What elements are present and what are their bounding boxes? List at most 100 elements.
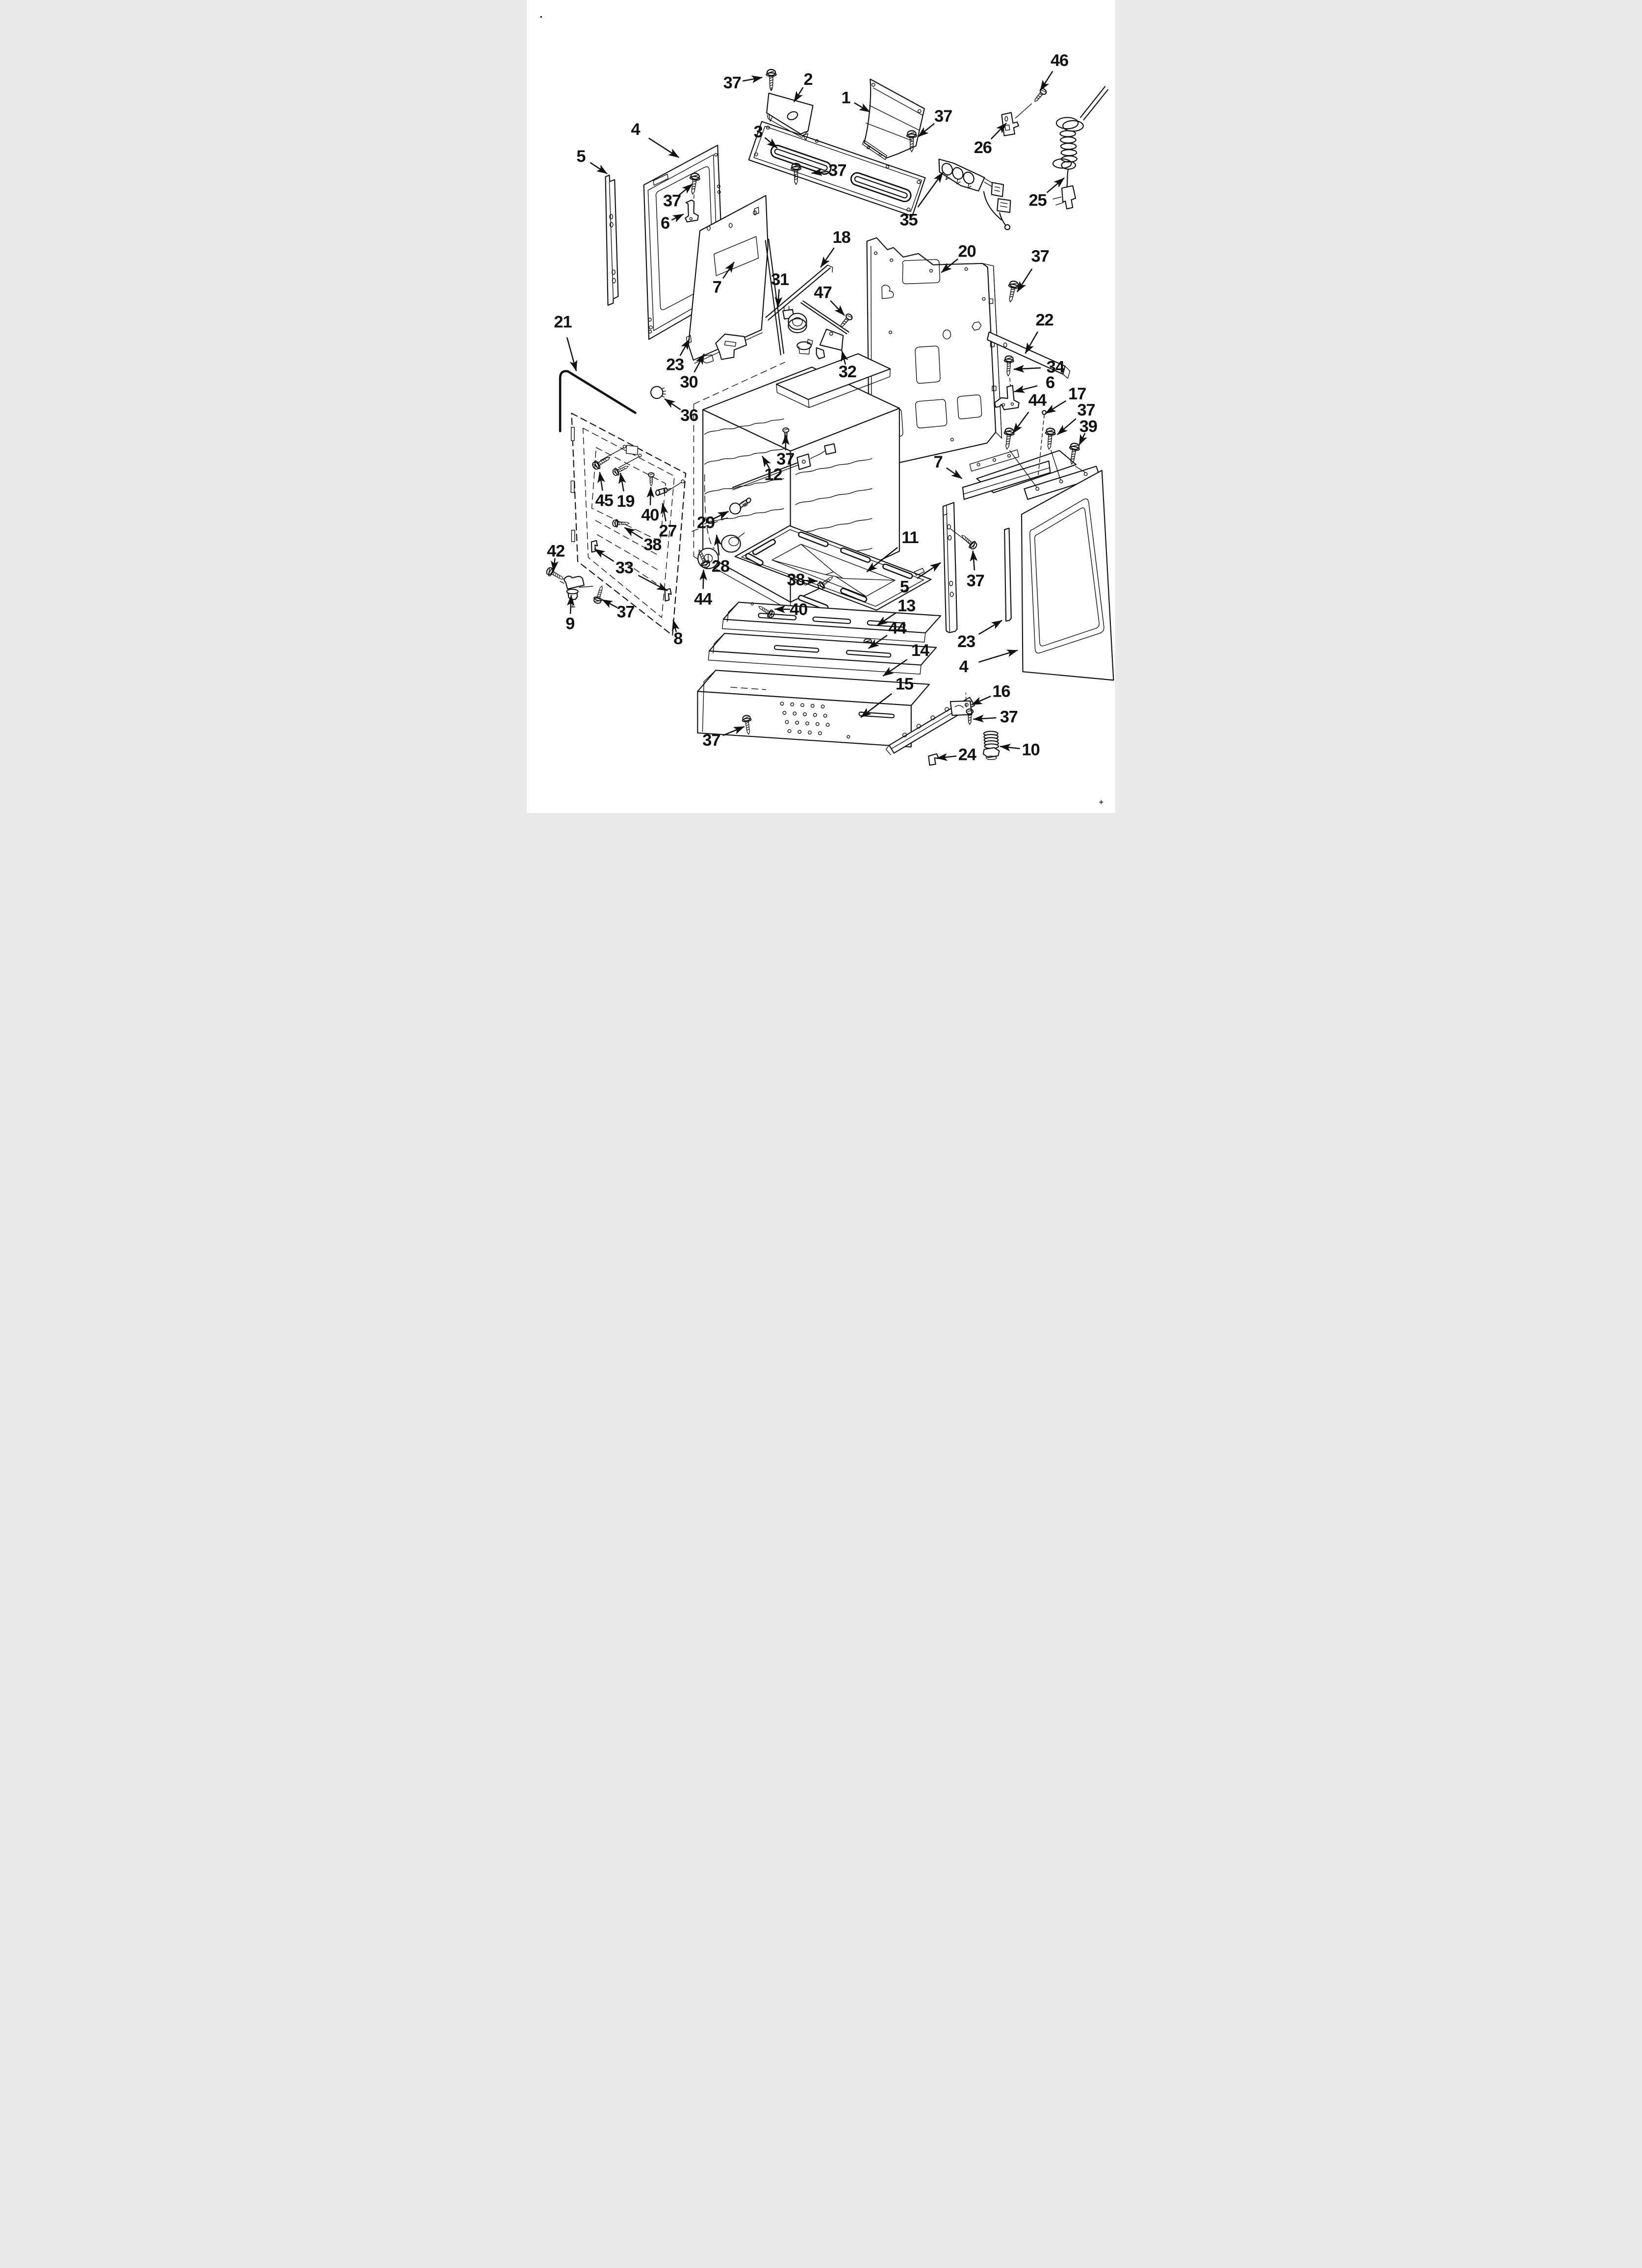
part-35-harness	[938, 158, 1011, 231]
callout-arrow	[601, 599, 618, 608]
callout-47: 47	[814, 283, 845, 316]
callout-arrow	[882, 659, 908, 677]
callout-arrow	[660, 503, 668, 521]
part-6-hinge-bracket	[994, 385, 1020, 411]
part-27-plunger	[655, 487, 671, 496]
part-33-clip	[590, 540, 672, 602]
part-5-hinge-rail	[942, 502, 970, 633]
callout-34: 34	[1013, 358, 1065, 376]
callout-label-28: 28	[712, 557, 730, 575]
callout-arrow	[618, 472, 626, 492]
callout-label-16: 16	[992, 682, 1010, 701]
callout-arrow	[722, 726, 745, 736]
callout-label-34: 34	[1047, 358, 1065, 376]
callout-arrow	[811, 168, 829, 176]
callout-label-7: 7	[934, 453, 943, 471]
callout-24: 24	[936, 746, 977, 764]
callout-arrow	[793, 87, 804, 103]
part-15-base-panel	[697, 670, 930, 748]
callout-arrow	[830, 300, 845, 316]
callout-label-22: 22	[1035, 311, 1053, 329]
registration-mark	[540, 16, 542, 18]
callout-label-15: 15	[896, 675, 914, 693]
panel-slot	[770, 144, 832, 175]
part-29-bulb	[729, 497, 751, 515]
callout-arrow	[646, 487, 655, 505]
callout-label-37: 37	[828, 161, 846, 180]
registration-mark	[1099, 800, 1103, 805]
part-24-clip	[928, 753, 940, 766]
callout-arrow	[1016, 268, 1033, 292]
callout-label-17: 17	[1068, 385, 1086, 403]
part-7-filler	[962, 460, 1051, 500]
callout-label-36: 36	[680, 406, 698, 425]
callout-arrow	[803, 576, 818, 585]
callout-label-33: 33	[616, 559, 633, 577]
callout-label-44: 44	[1028, 391, 1047, 410]
callout-label-47: 47	[814, 283, 832, 302]
callout-label-1: 1	[842, 88, 851, 107]
callout-arrow	[866, 547, 898, 573]
callout-arrow	[941, 258, 958, 273]
callout-label-46: 46	[1051, 52, 1068, 70]
callout-label-38: 38	[643, 535, 662, 554]
callout-2: 2	[793, 70, 813, 103]
callout-arrow	[868, 634, 888, 649]
callout-21: 21	[554, 313, 577, 371]
callout-label-19: 19	[616, 492, 634, 511]
screw-37	[958, 531, 979, 551]
callout-arrow	[1013, 385, 1038, 393]
callout-15: 15	[860, 675, 914, 718]
callout-arrow	[597, 471, 605, 491]
callout-3: 3	[754, 123, 778, 149]
callout-22: 22	[1025, 311, 1054, 354]
callout-label-25: 25	[1029, 191, 1047, 210]
callout-arrow	[648, 137, 680, 158]
callout-label-37: 37	[776, 450, 794, 469]
callout-label-11: 11	[901, 528, 919, 547]
callout-label-37: 37	[1077, 401, 1095, 419]
callout-label-23: 23	[666, 356, 684, 374]
callout-arrow	[664, 398, 681, 411]
callout-25: 25	[1029, 177, 1065, 210]
callout-label-12: 12	[764, 466, 782, 484]
callout-19: 19	[616, 472, 635, 511]
callout-26: 26	[974, 123, 1007, 157]
callout-label-31: 31	[771, 270, 789, 289]
callout-label-39: 39	[1079, 417, 1097, 436]
callout-arrow	[566, 595, 575, 614]
callout-label-37: 37	[1000, 708, 1018, 727]
callout-label-23: 23	[957, 632, 975, 651]
callout-40: 40	[641, 487, 659, 524]
callout-label-8: 8	[673, 629, 683, 648]
callout-37: 37	[776, 434, 795, 469]
part-31-32-latch-assembly	[782, 300, 849, 360]
callout-label-13: 13	[898, 597, 915, 615]
callout-4: 4	[631, 120, 680, 158]
callout-10: 10	[1000, 740, 1040, 759]
part-2-heat-shield	[766, 87, 814, 141]
part-14-drawer-panel	[708, 632, 937, 675]
callout-arrow	[764, 137, 778, 149]
callout-36: 36	[664, 398, 698, 425]
callout-arrow	[1039, 71, 1053, 91]
callout-27: 27	[659, 503, 677, 540]
callout-arrow	[762, 456, 771, 469]
callout-label-20: 20	[958, 242, 975, 261]
screw-47	[838, 312, 854, 330]
callout-arrow	[590, 162, 608, 175]
callout-arrow	[1012, 411, 1029, 434]
callout-arrow	[918, 123, 935, 137]
callout-23: 23	[957, 620, 1002, 651]
callout-28: 28	[712, 534, 730, 575]
callout-18: 18	[820, 228, 851, 268]
callout-arrow	[672, 619, 680, 632]
callout-label-37: 37	[616, 602, 634, 621]
callout-arrow	[990, 123, 1007, 140]
callout-46: 46	[1039, 52, 1069, 91]
callout-32: 32	[839, 350, 857, 381]
callout-arrow	[551, 558, 559, 572]
callout-arrow	[970, 550, 978, 571]
callout-11: 11	[866, 528, 919, 573]
screw-38	[612, 519, 630, 528]
